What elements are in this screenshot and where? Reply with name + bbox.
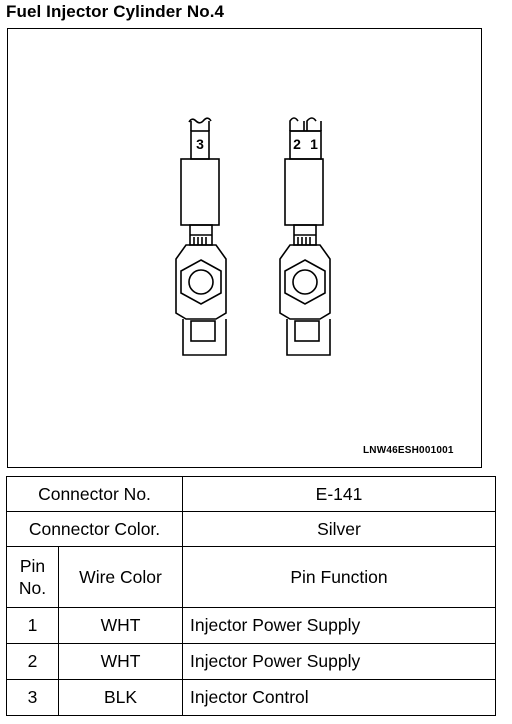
pin-no-cell: 1 (6, 607, 59, 644)
wire-label-3: 3 (196, 136, 204, 152)
table-row: 3 BLK Injector Control (6, 679, 496, 716)
pin-function-cell: Injector Power Supply (182, 643, 496, 680)
connector-figure: 3 2 1 LNW46ESH001001 (7, 28, 482, 468)
pin-no-cell: 2 (6, 643, 59, 680)
figure-code: LNW46ESH001001 (363, 445, 454, 456)
connector-table: Connector No. E-141 Connector Color. Sil… (6, 476, 496, 716)
connector-color-label: Connector Color. (6, 511, 183, 547)
pin-no-cell: 3 (6, 679, 59, 716)
wire-label-2: 2 (293, 136, 301, 152)
pin-function-cell: Injector Control (182, 679, 496, 716)
left-connector (175, 117, 227, 356)
connector-color-value: Silver (182, 511, 496, 547)
table-row: 1 WHT Injector Power Supply (6, 607, 496, 644)
wire-color-cell: WHT (58, 607, 183, 644)
table-header-row: Pin No. Wire Color Pin Function (6, 546, 496, 608)
table-row: 2 WHT Injector Power Supply (6, 643, 496, 680)
pin-function-cell: Injector Power Supply (182, 607, 496, 644)
page-title: Fuel Injector Cylinder No.4 (6, 2, 225, 21)
table-row: Connector No. E-141 (6, 476, 496, 512)
right-connector (279, 117, 331, 356)
connector-diagram: 3 2 1 (175, 117, 331, 356)
header-pin-function: Pin Function (182, 546, 496, 608)
connector-no-label: Connector No. (6, 476, 183, 512)
wire-label-1: 1 (310, 136, 318, 152)
connector-no-value: E-141 (182, 476, 496, 512)
wire-color-cell: WHT (58, 643, 183, 680)
wire-color-cell: BLK (58, 679, 183, 716)
header-wire-color: Wire Color (58, 546, 183, 608)
header-pin-no: Pin No. (6, 546, 59, 608)
table-row: Connector Color. Silver (6, 511, 496, 547)
